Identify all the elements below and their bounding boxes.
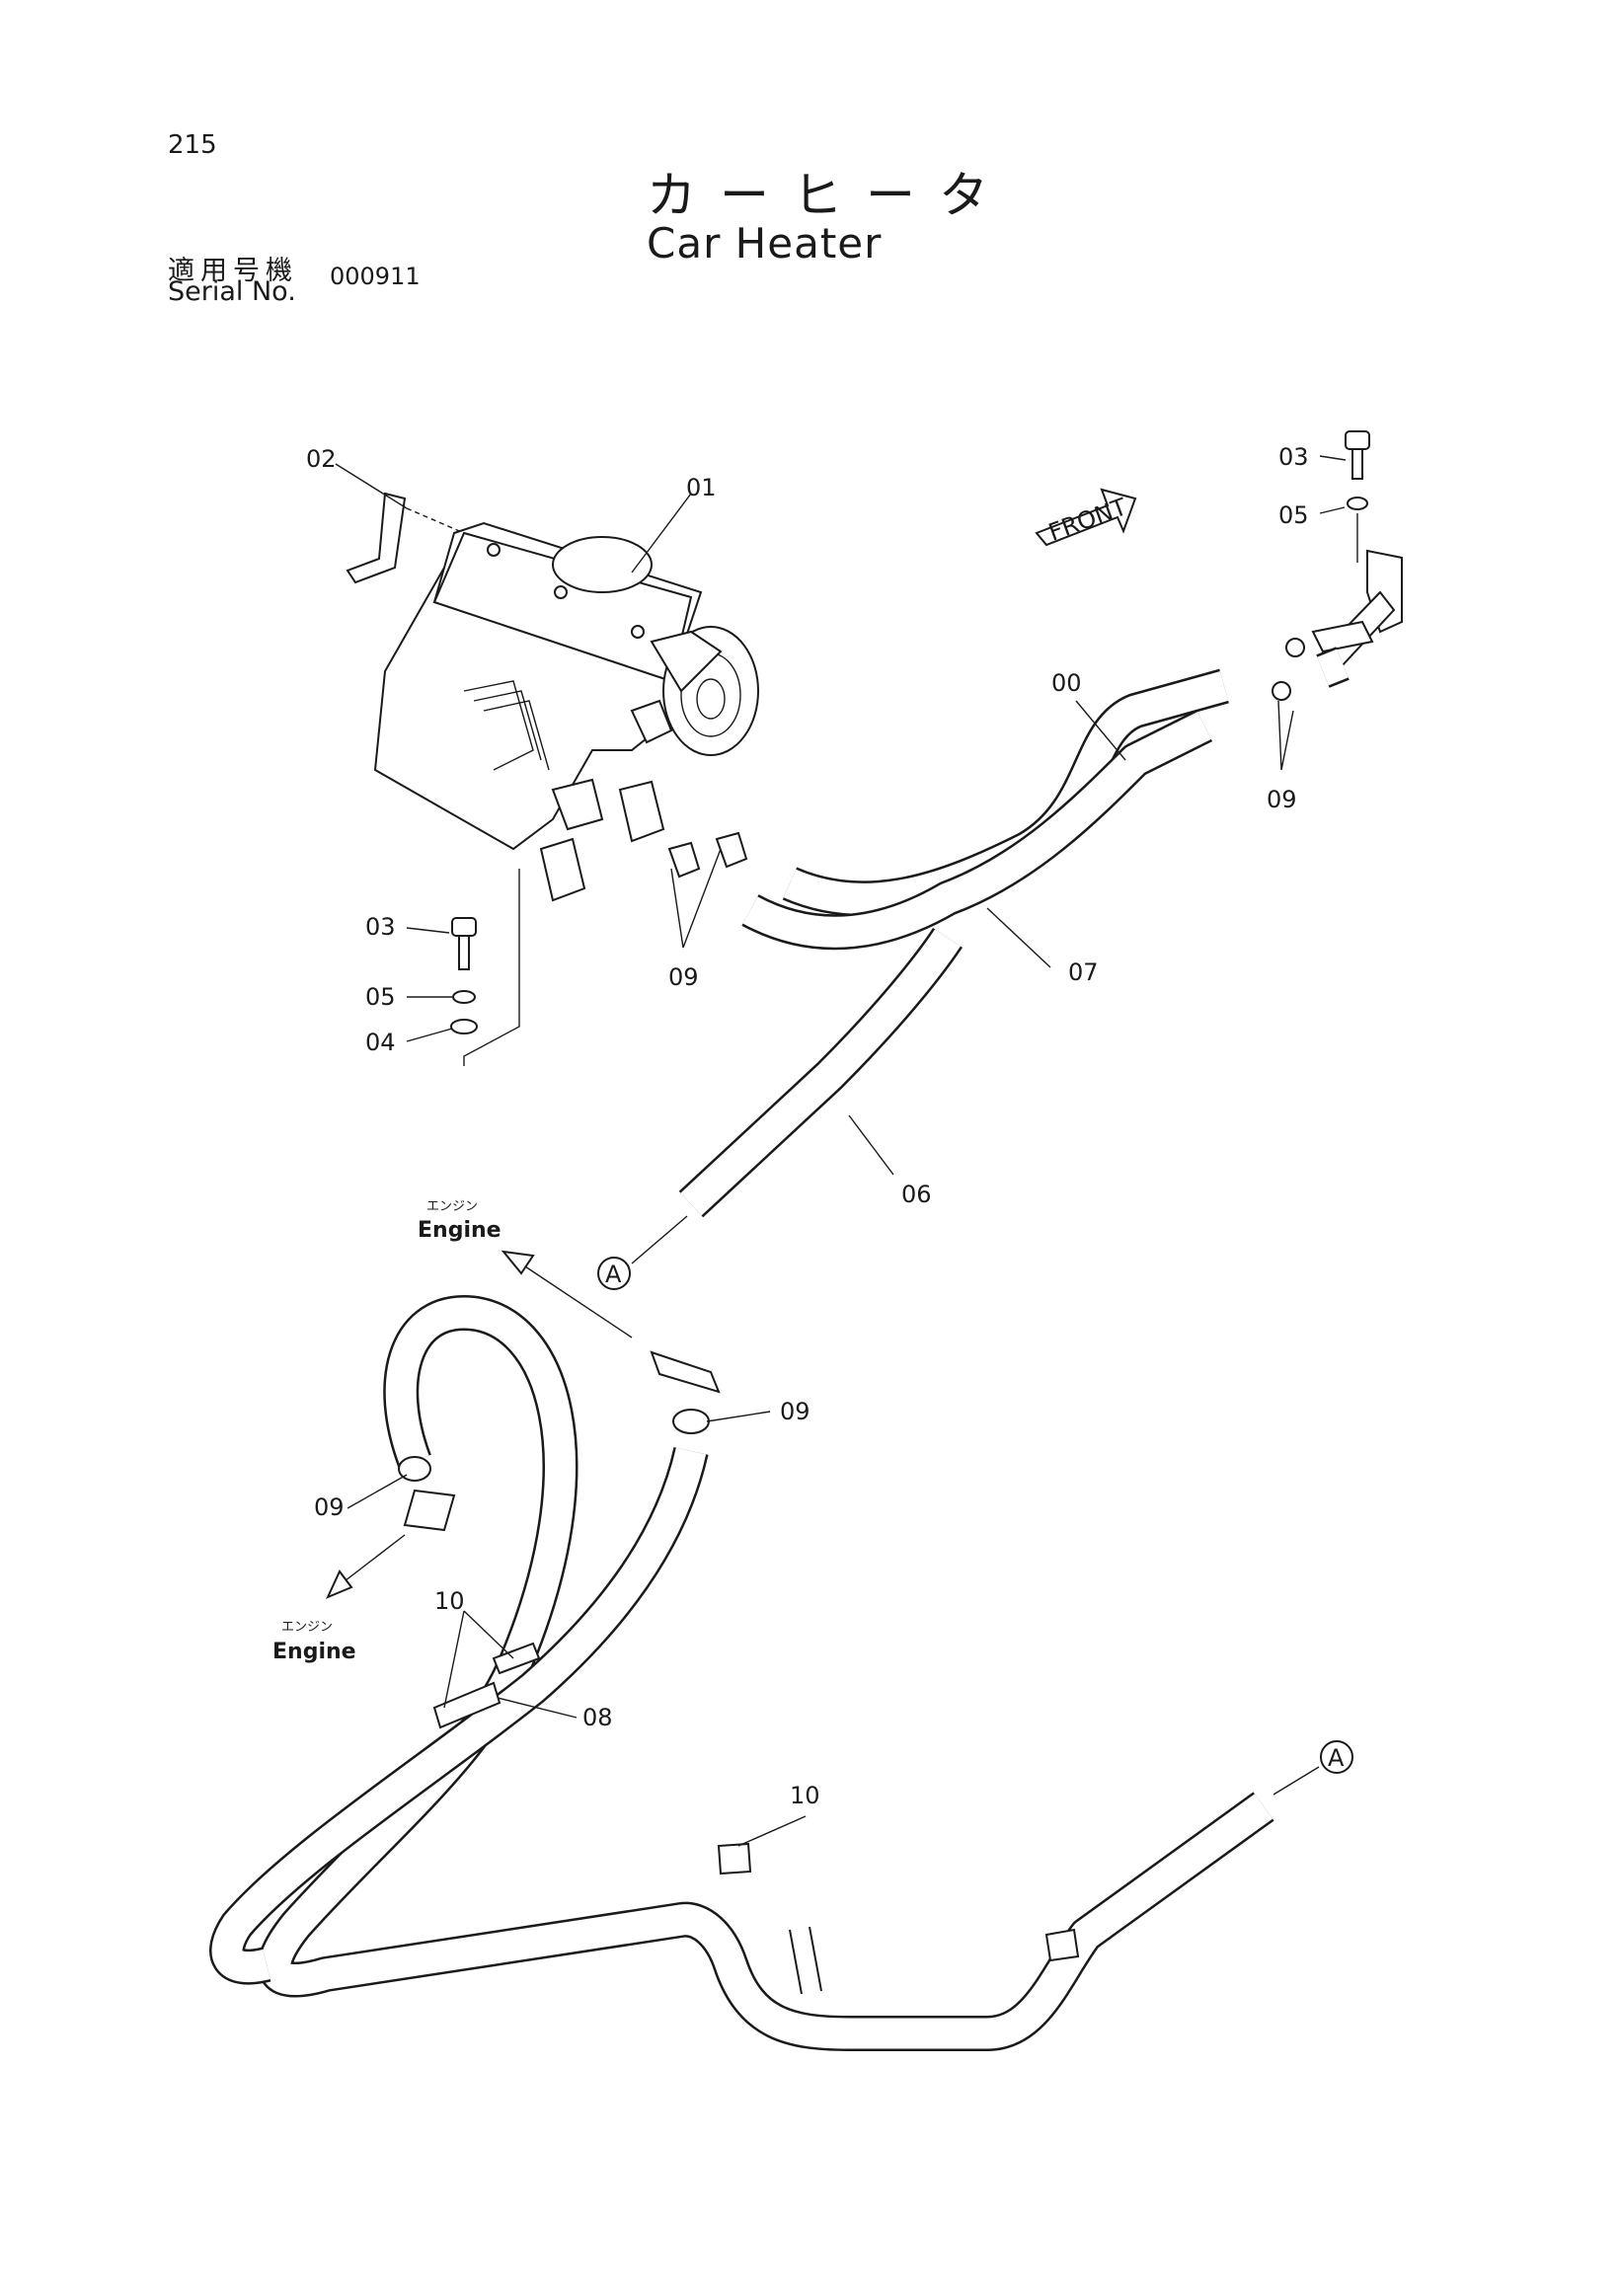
page-title-japanese: カーヒータ (647, 167, 1012, 224)
callout-04-left: 04 (365, 1029, 396, 1056)
callout-06: 06 (901, 1181, 932, 1208)
lower-hoses-drawing (209, 1295, 1274, 2051)
callout-05-left: 05 (365, 983, 396, 1011)
lower-clamps-drawing (398, 1350, 1080, 1962)
callout-01: 01 (686, 474, 717, 501)
callout-09-lower-left: 09 (314, 1493, 345, 1521)
page-number: 215 (168, 130, 217, 160)
serial-label-english: Serial No. (168, 276, 296, 307)
engine-label-upper-japanese: エンジン (426, 1199, 478, 1214)
page-title-english: Car Heater (647, 219, 883, 268)
front-label: FRONT (1044, 493, 1130, 546)
reference-a-top: A (605, 1261, 622, 1288)
callout-03-right: 03 (1278, 443, 1309, 471)
callout-03-left: 03 (365, 913, 396, 941)
upper-hoses-drawing (678, 638, 1350, 1218)
heater-unit-drawing (373, 521, 759, 902)
front-direction-arrow: FRONT (1035, 488, 1137, 547)
callout-09-right: 09 (1267, 786, 1297, 813)
callout-07: 07 (1068, 958, 1099, 986)
callout-10-left: 10 (434, 1587, 465, 1615)
serial-number-value: 000911 (330, 263, 421, 290)
callout-09-mid: 09 (668, 963, 699, 991)
reference-a-top-circle (597, 1257, 631, 1290)
left-bolt-washer-drawing (450, 869, 520, 1066)
right-bolt-washer-drawing (1311, 430, 1403, 669)
engine-arrow-upper (501, 1250, 633, 1339)
callout-02: 02 (306, 445, 337, 473)
engine-label-upper-english: Engine (418, 1218, 501, 1243)
callout-00: 00 (1051, 669, 1082, 697)
reference-a-bottom: A (1328, 1744, 1345, 1772)
engine-label-lower-english: Engine (272, 1640, 356, 1664)
callout-09-lower-right: 09 (780, 1398, 810, 1425)
engine-arrow-lower (326, 1534, 406, 1599)
callout-10-mid: 10 (790, 1782, 820, 1809)
bracket-drawing (346, 492, 407, 584)
reference-a-bottom-circle (1320, 1740, 1353, 1774)
engine-label-lower-japanese: エンジン (281, 1620, 333, 1635)
serial-label-japanese: 適用号機 (168, 256, 298, 286)
callout-05-right: 05 (1278, 501, 1309, 529)
callout-08: 08 (582, 1704, 613, 1731)
